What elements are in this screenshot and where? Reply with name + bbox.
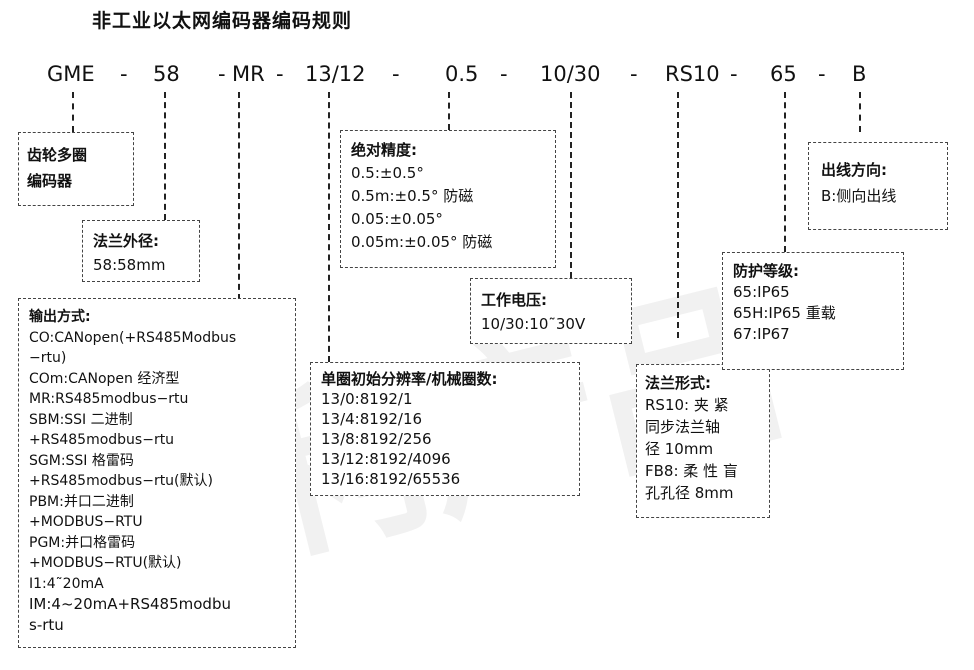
- output-line: SBM:SSI 二进制: [29, 411, 133, 428]
- resolution-line: 13/4:8192/16: [321, 410, 423, 428]
- code-rs10: RS10: [665, 62, 720, 86]
- sep-1: -: [120, 62, 128, 86]
- code-1312: 13/12: [305, 62, 366, 86]
- sep-8: -: [818, 62, 826, 86]
- output-line: COm:CANopen 经济型: [29, 370, 180, 387]
- sep-6: -: [630, 62, 638, 86]
- box-flange-diameter: 法兰外径: 58:58mm: [82, 220, 200, 282]
- connector-65: [784, 92, 786, 252]
- output-line: CO:CANopen(+RS485Modbus: [29, 329, 237, 346]
- code-gme: GME: [47, 62, 95, 86]
- box-gear-line: 编码器: [27, 172, 73, 190]
- sep-3: -: [276, 62, 284, 86]
- protection-line: 65H:IP65 重载: [733, 304, 836, 322]
- box-gear-multiturn: 齿轮多圈 编码器: [18, 132, 134, 206]
- box-flange-form: 法兰形式: RS10: 夹 紧 同步法兰轴 径 10mm FB8: 柔 性 盲 …: [636, 364, 770, 518]
- output-line: 输出方式:: [29, 309, 91, 325]
- output-line: +RS485modbus−rtu(默认): [29, 473, 213, 489]
- code-58: 58: [153, 62, 180, 86]
- flange-form-line: FB8: 柔 性 盲: [645, 462, 738, 480]
- code-mr: MR: [232, 62, 265, 86]
- box-voltage: 工作电压: 10/30:10˜30V: [470, 278, 632, 344]
- outlet-line: B:侧向出线: [821, 187, 897, 205]
- resolution-line: 13/8:8192/256: [321, 430, 432, 448]
- box-protection: 防护等级: 65:IP65 65H:IP65 重载 67:IP67: [722, 252, 904, 370]
- output-line: MR:RS485modbus−rtu: [29, 391, 189, 407]
- box-flange-diameter-line: 58:58mm: [93, 256, 166, 274]
- box-gear-line: 齿轮多圈: [27, 146, 88, 164]
- output-line: s-rtu: [29, 615, 64, 634]
- sep-4: -: [392, 62, 400, 86]
- connector-1312: [328, 92, 330, 362]
- connector-b: [859, 92, 861, 132]
- flange-form-line: 法兰形式:: [645, 374, 711, 392]
- voltage-line: 10/30:10˜30V: [481, 315, 586, 333]
- output-line: −rtu): [29, 350, 67, 366]
- connector-1030: [570, 92, 572, 278]
- flange-form-line: 径 10mm: [645, 440, 714, 458]
- output-line: PBM:并口二进制: [29, 493, 134, 510]
- accuracy-line: 0.5:±0.5°: [351, 164, 424, 182]
- output-line: I1:4˜20mA: [29, 575, 104, 592]
- code-65: 65: [770, 62, 797, 86]
- connector-gme: [72, 92, 74, 132]
- protection-line: 65:IP65: [733, 283, 790, 301]
- connector-mr: [238, 92, 240, 300]
- accuracy-line: 0.5m:±0.5° 防磁: [351, 187, 474, 205]
- resolution-line: 单圈初始分辨率/机械圈数:: [321, 370, 498, 388]
- output-line: SGM:SSI 格雷码: [29, 452, 134, 469]
- output-line: +MODBUS−RTU: [29, 514, 143, 530]
- flange-form-line: 同步法兰轴: [645, 418, 721, 436]
- box-resolution: 单圈初始分辨率/机械圈数: 13/0:8192/1 13/4:8192/16 1…: [310, 362, 580, 496]
- sep-7: -: [730, 62, 738, 86]
- resolution-line: 13/12:8192/4096: [321, 450, 451, 468]
- connector-05: [448, 92, 450, 130]
- resolution-line: 13/16:8192/65536: [321, 470, 461, 488]
- output-line: +RS485modbus−rtu: [29, 432, 175, 448]
- flange-form-line: RS10: 夹 紧: [645, 396, 729, 414]
- voltage-line: 工作电压:: [481, 291, 547, 309]
- box-outlet-direction: 出线方向: B:侧向出线: [808, 142, 948, 230]
- accuracy-line: 0.05:±0.05°: [351, 210, 443, 228]
- output-line: IM:4~20mA+RS485modbu: [29, 595, 231, 613]
- box-accuracy: 绝对精度: 0.5:±0.5° 0.5m:±0.5° 防磁 0.05:±0.05…: [340, 130, 556, 268]
- output-line: PGM:并口格雷码: [29, 534, 136, 551]
- box-flange-diameter-line: 法兰外径:: [93, 232, 159, 250]
- flange-form-line: 孔孔径 8mm: [645, 484, 734, 502]
- code-1030: 10/30: [540, 62, 601, 86]
- output-line: +MODBUS−RTU(默认): [29, 555, 182, 571]
- outlet-line: 出线方向:: [821, 161, 887, 179]
- box-output-mode: 输出方式: CO:CANopen(+RS485Modbus −rtu) COm:…: [18, 298, 296, 648]
- sep-5: -: [500, 62, 508, 86]
- sep-2: -: [218, 62, 226, 86]
- protection-line: 67:IP67: [733, 325, 790, 343]
- connector-58: [164, 92, 166, 220]
- code-b: B: [852, 62, 867, 86]
- page-title: 非工业以太网编码器编码规则: [92, 10, 353, 32]
- resolution-line: 13/0:8192/1: [321, 390, 413, 408]
- accuracy-line: 0.05m:±0.05° 防磁: [351, 233, 493, 251]
- connector-rs10: [677, 92, 679, 338]
- accuracy-line: 绝对精度:: [351, 141, 417, 159]
- protection-line: 防护等级:: [733, 262, 799, 280]
- code-05: 0.5: [445, 62, 479, 86]
